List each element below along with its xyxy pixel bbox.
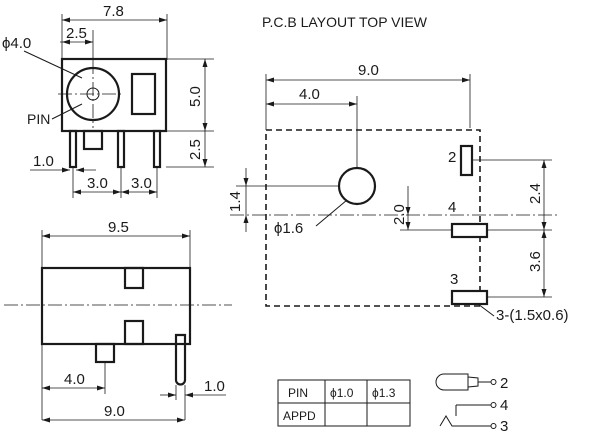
table-header-d2: ϕ1.3 (372, 386, 396, 400)
pcb-dim-hole-y: 1.4 (227, 191, 244, 212)
pin-table: PIN ϕ1.0 ϕ1.3 APPD (277, 379, 411, 427)
side-body (40, 266, 192, 346)
schematic-symbol: 2 4 3 (435, 373, 508, 435)
dim-pitch-right: 3.0 (131, 175, 152, 192)
spring-contact-icon (439, 415, 491, 427)
dim-pin-width: 1.0 (33, 153, 54, 170)
pcb-pad-label-3: 3 (450, 271, 458, 288)
label-pin: PIN (27, 111, 50, 127)
table-header-pin: PIN (288, 386, 308, 400)
pcb-dim-width: 9.0 (358, 62, 379, 79)
terminal-2-icon (490, 379, 497, 385)
dim-pin-thickness: 1.0 (204, 378, 225, 395)
front-body (60, 57, 168, 133)
pcb-pad-2 (459, 144, 474, 177)
schematic-pin-3: 3 (500, 418, 508, 435)
side-mid-tab (123, 319, 145, 346)
side-top-tab (123, 266, 145, 290)
side-view: 9.5 4.0 1.0 9.0 (4, 219, 232, 423)
dim-total-length: 9.0 (104, 403, 125, 420)
schematic-pin-2: 2 (500, 375, 508, 392)
dim-pin-height: 2.5 (187, 139, 204, 160)
front-window (130, 72, 157, 116)
pcb-pad-label-4: 4 (448, 199, 456, 216)
plug-body-icon (435, 373, 469, 391)
front-left-pin (68, 129, 78, 169)
pcb-dim-pad3: 3.6 (527, 251, 544, 272)
front-right-pin (152, 129, 162, 169)
dim-offset-top: 2.5 (66, 25, 87, 42)
side-bottom-pin (94, 342, 116, 364)
side-right-pin (174, 333, 187, 386)
dim-height-right: 5.0 (187, 86, 204, 107)
pcb-dim-hole-x: 4.0 (299, 86, 320, 103)
pcb-pad-spec: 3-(1.5x0.6) (496, 307, 569, 324)
plug-tip-icon (467, 376, 479, 388)
pcb-outline (265, 129, 481, 307)
pcb-dim-pad2: 2.4 (527, 183, 544, 204)
pcb-dim-spacing-center: 2.0 (391, 204, 408, 225)
dim-pitch-left: 3.0 (87, 175, 108, 192)
pcb-hole (337, 166, 377, 206)
front-center-pin (82, 129, 104, 151)
front-mid-pin (116, 129, 126, 169)
dim-pin-offset: 4.0 (64, 371, 85, 388)
table-row-label: APPD (283, 409, 316, 423)
schematic-pin-4: 4 (500, 397, 508, 414)
dim-body-length: 9.5 (108, 219, 129, 236)
pcb-layout: 9.0 4.0 1.4 ϕ1.6 2.0 2 4 (227, 62, 569, 324)
front-view: 7.8 2.5 ϕ4.0 PIN 5.0 (2, 3, 214, 198)
pcb-hole-diameter: ϕ1.6 (274, 220, 303, 237)
dim-width-total: 7.8 (103, 3, 124, 20)
terminal-3-icon (490, 423, 497, 429)
terminal-4-icon (490, 402, 497, 408)
pcb-pad-3 (450, 289, 489, 306)
page-title: P.C.B LAYOUT TOP VIEW (262, 14, 428, 30)
pcb-pad-4 (450, 222, 489, 239)
table-header-d1: ϕ1.0 (330, 386, 354, 400)
pcb-pad-label-2: 2 (448, 149, 456, 166)
label-hole-diameter: ϕ4.0 (2, 35, 31, 52)
